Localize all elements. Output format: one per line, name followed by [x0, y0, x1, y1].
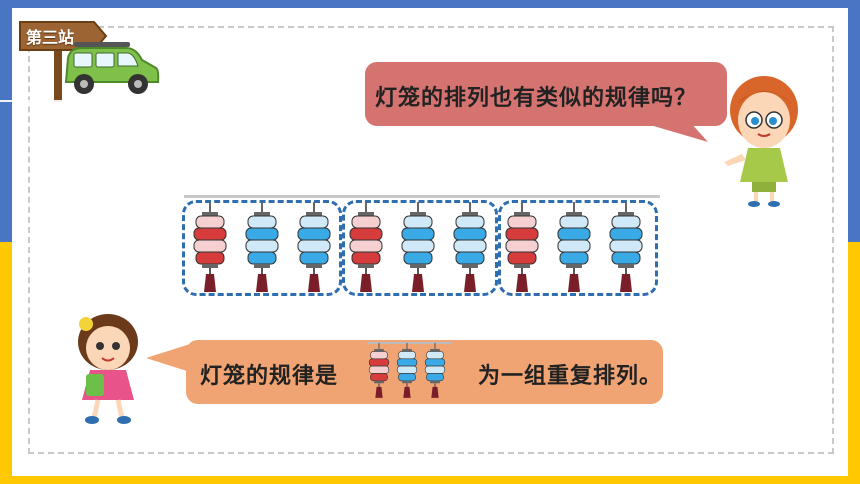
- girl-illustration: [60, 308, 156, 426]
- question-bubble-tail: [640, 122, 708, 142]
- teacher-illustration: [712, 70, 822, 210]
- answer-bubble: 灯笼的规律是 为一组重复排列。: [186, 340, 663, 404]
- answer-text-before: 灯笼的规律是: [200, 364, 339, 389]
- lantern-red-icon: [192, 202, 228, 294]
- lantern-blue-icon: [556, 202, 592, 294]
- question-bubble: 灯笼的排列也有类似的规律吗？: [365, 62, 727, 126]
- question-text: 灯笼的排列也有类似的规律吗？: [375, 86, 698, 111]
- lantern-red-icon: [348, 202, 384, 294]
- lantern-blue-icon: [244, 202, 280, 294]
- pattern-string: [367, 342, 451, 344]
- lantern-string: [184, 195, 660, 198]
- station-label: 第三站: [26, 28, 75, 47]
- answer-text-after: 为一组重复排列。: [478, 364, 663, 389]
- divider-line: [0, 100, 70, 102]
- lantern-group-3: [498, 200, 658, 296]
- answer-bubble-tail: [146, 344, 190, 372]
- pattern-lantern-red-icon: [368, 342, 390, 402]
- pattern-lantern-blue-icon: [396, 342, 418, 402]
- car-icon: [60, 40, 160, 98]
- lantern-blue-icon: [400, 202, 436, 294]
- pattern-lantern-blue-icon: [424, 342, 446, 402]
- lantern-group-2: [342, 200, 498, 296]
- dashed-frame: [28, 26, 834, 454]
- lantern-group-1: [182, 200, 342, 296]
- lantern-blue-icon: [452, 202, 488, 294]
- lantern-blue-icon: [296, 202, 332, 294]
- lantern-red-icon: [504, 202, 540, 294]
- lantern-blue-icon: [608, 202, 644, 294]
